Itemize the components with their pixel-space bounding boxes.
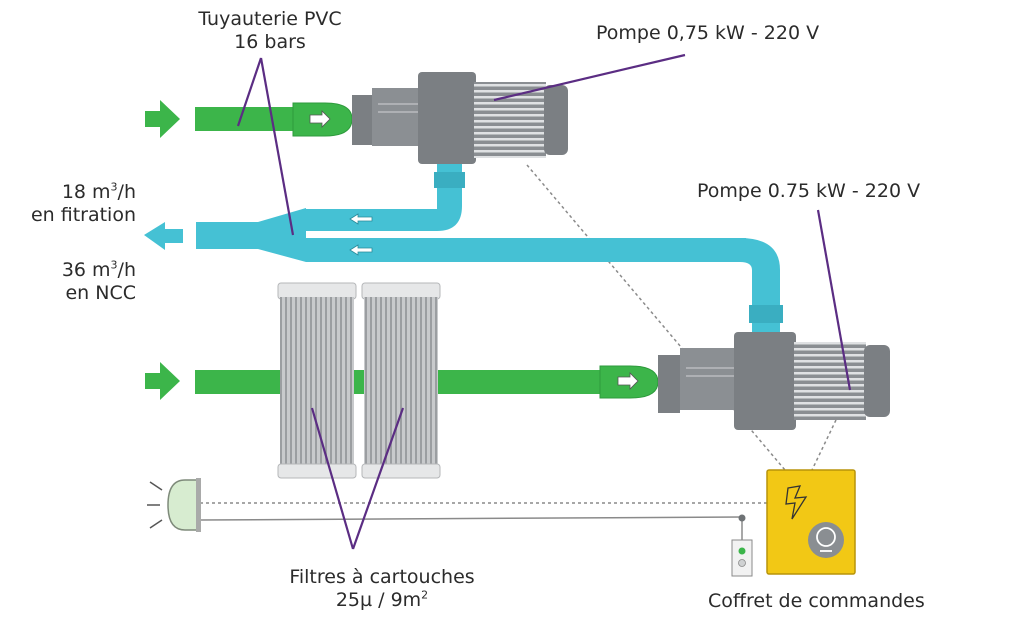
lightning-icon — [785, 485, 808, 520]
outlet-branch-bottom — [306, 238, 746, 262]
pump-top-volute — [418, 72, 476, 164]
wire-pump-bottom-to-box — [811, 419, 837, 471]
outlet-riser-bottom-collar — [749, 305, 783, 323]
label-flow-ncc: 36 m3/h en NCC — [10, 259, 136, 305]
lamp-dome — [167, 479, 198, 531]
switch-led-grey — [738, 559, 746, 567]
wire-junction — [738, 514, 746, 522]
outlet-main-pipe — [196, 222, 260, 249]
pointer-pipe-green — [236, 57, 263, 127]
filter-line — [145, 282, 605, 479]
label-filters-title: Filtres à cartouches — [289, 566, 475, 588]
inlet-arrow-bottom-white — [617, 372, 639, 390]
inlet-arrow-top-white — [309, 110, 331, 128]
pointer-pump-bottom — [816, 209, 852, 391]
pointer-pipe-cyan — [259, 57, 295, 236]
pointer-filter-1 — [310, 407, 355, 550]
lamp-base — [196, 478, 201, 532]
pool-lamp — [147, 478, 201, 532]
pump-top-motor-fins — [474, 82, 546, 158]
lamp-switch — [731, 539, 753, 577]
outlet-pipes — [144, 152, 783, 350]
pump-top — [145, 72, 568, 164]
pump-bottom — [599, 332, 890, 430]
pump-top-flange — [352, 95, 372, 145]
filter-cartridge-2 — [361, 282, 441, 479]
outlet-arrow-bottom — [349, 244, 373, 256]
pointer-pump-top — [493, 53, 686, 102]
label-filters-spec: 25µ / 9m2 — [335, 588, 429, 611]
annotation-lines — [236, 53, 852, 550]
inlet-arrow-bottom — [145, 362, 180, 400]
outlet-elbow-top — [420, 190, 462, 231]
label-pipe-pressure: 16 bars — [234, 31, 306, 53]
outlet-flow-arrow — [144, 222, 183, 250]
label-pipe: Tuyauterie PVC 16 bars — [185, 8, 355, 54]
wire-lamp-to-switch — [199, 516, 743, 521]
pointer-filter-2 — [351, 407, 405, 550]
label-filters: Filtres à cartouches 25µ / 9m2 — [262, 566, 502, 612]
control-dial-icon — [808, 522, 844, 558]
pump-bottom-motor-cap — [864, 345, 890, 417]
label-control-box: Coffret de commandes — [708, 590, 925, 612]
flow-ncc-mode: en NCC — [65, 282, 136, 304]
label-flow-filtration: 18 m3/h en fitration — [10, 181, 136, 227]
outlet-elbow-bottom — [740, 238, 780, 318]
label-pump-top: Pompe 0,75 kW - 220 V — [596, 22, 820, 44]
outlet-riser-top-collar — [434, 172, 465, 188]
outlet-merge-cone — [258, 208, 306, 262]
flow-filtration-rate: 18 m3/h — [61, 180, 136, 203]
inlet-arrow-top — [145, 100, 180, 138]
pump-bottom-volute — [734, 332, 796, 430]
pump-bottom-motor-fins — [794, 342, 866, 420]
flow-filtration-mode: en fitration — [30, 204, 136, 226]
inlet-pipe-top — [195, 107, 295, 131]
pump-bottom-flange — [658, 355, 680, 413]
outlet-arrow-top — [349, 213, 373, 225]
filter-cartridge-1 — [277, 282, 357, 479]
pump-top-motor-cap — [544, 85, 568, 155]
switch-led-green — [738, 547, 746, 555]
control-box — [766, 469, 856, 575]
flow-ncc-rate: 36 m3/h — [61, 258, 136, 281]
label-pump-bottom: Pompe 0.75 kW - 220 V — [697, 180, 921, 202]
outlet-direction-arrows — [349, 213, 373, 256]
lamp-rays — [147, 481, 163, 529]
label-pipe-title: Tuyauterie PVC — [198, 8, 342, 30]
